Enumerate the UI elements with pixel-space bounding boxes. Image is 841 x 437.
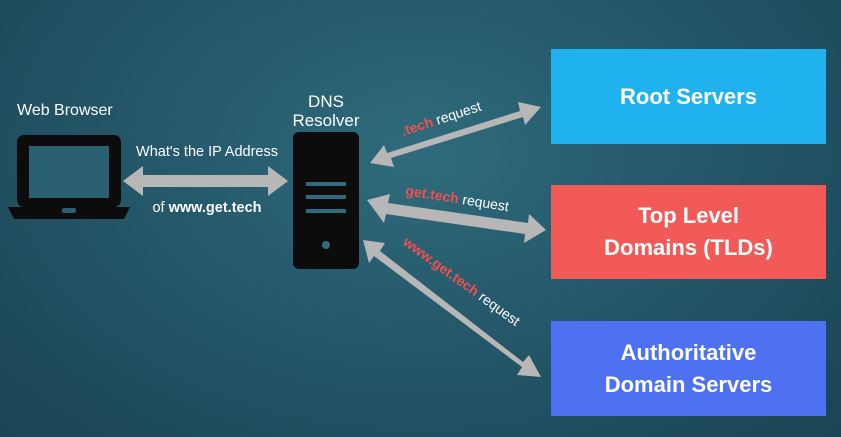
tld-request-arrow — [367, 194, 546, 243]
root-servers-label: Root Servers — [620, 83, 757, 109]
authoritative-servers-label-line-2: Domain Servers — [604, 371, 773, 397]
tld-servers-box: Top Level Domains (TLDs) — [551, 185, 826, 279]
authoritative-request-highlight: www.get.tech — [399, 233, 482, 299]
resolver-label: Resolver — [292, 111, 359, 130]
laptop-icon — [8, 135, 130, 219]
query-line-1: What's the IP Address — [136, 144, 278, 160]
tld-servers-label-line-1: Top Level — [637, 203, 740, 228]
authoritative-servers-label-line-1: Authoritative — [620, 339, 757, 365]
browser-resolver-arrow — [123, 166, 288, 196]
root-request-arrow — [370, 102, 541, 167]
query-prefix: of — [152, 200, 168, 216]
server-tower-icon — [293, 132, 359, 269]
tld-request-suffix: request — [458, 191, 511, 215]
root-request-suffix: request — [430, 98, 483, 129]
query-line-2: of www.get.tech — [152, 200, 261, 216]
authoritative-request-suffix: request — [473, 286, 523, 329]
root-request-highlight: .tech — [399, 114, 435, 139]
tld-servers-label-line-2: Domains (TLDs) — [604, 235, 773, 260]
authoritative-request-arrow — [363, 240, 541, 377]
dns-label: DNS — [308, 92, 344, 111]
authoritative-servers-box: Authoritative Domain Servers — [551, 321, 826, 416]
tld-request-highlight: get.tech — [405, 182, 461, 206]
query-domain: www.get.tech — [168, 200, 262, 216]
root-servers-box: Root Servers — [551, 49, 826, 144]
web-browser-label: Web Browser — [17, 102, 113, 119]
